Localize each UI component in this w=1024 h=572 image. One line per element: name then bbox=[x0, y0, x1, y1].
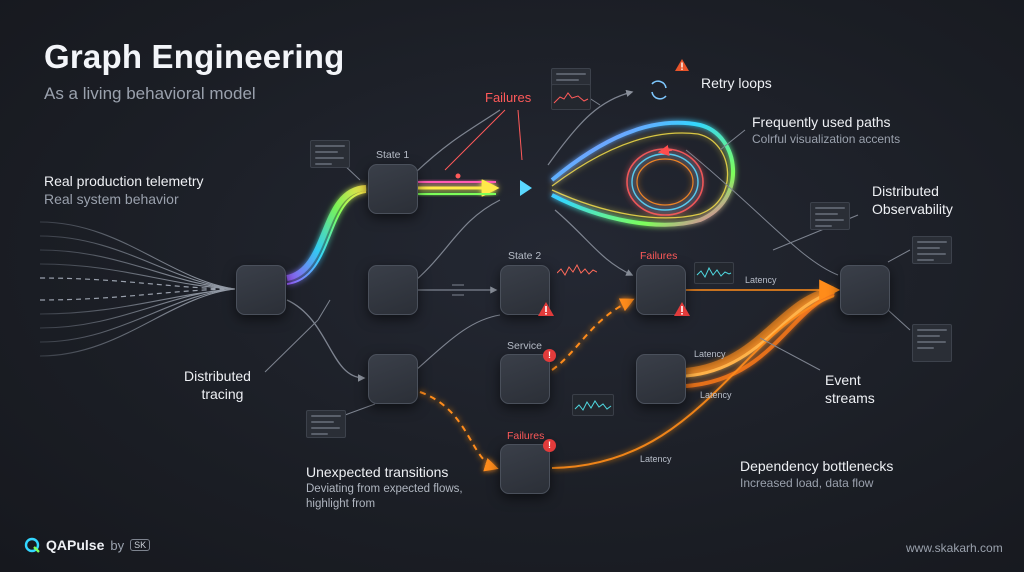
page-subtitle: As a living behavioral model bbox=[44, 84, 256, 103]
page-title: Graph Engineering bbox=[44, 38, 345, 75]
unexpected-subtitle: Deviating from expected flows, highlight… bbox=[306, 482, 463, 512]
frequent-paths-title: Frequently used paths bbox=[752, 114, 891, 130]
failures-label-mid: Failures bbox=[640, 250, 678, 262]
lower-node[interactable] bbox=[368, 354, 418, 404]
log-card bbox=[810, 202, 850, 230]
play-icon bbox=[520, 180, 532, 196]
website-link[interactable]: www.skakarh.com bbox=[906, 541, 1003, 555]
sparkline-chart bbox=[572, 394, 614, 416]
alert-badge-icon: ! bbox=[543, 349, 556, 362]
tracing-line-2: tracing bbox=[201, 386, 244, 402]
sink-node[interactable] bbox=[840, 265, 890, 315]
sparkline-chart bbox=[557, 263, 597, 276]
retry-loops-label: Retry loops bbox=[701, 75, 772, 91]
brand-by: by bbox=[110, 537, 125, 553]
service-node[interactable] bbox=[500, 354, 550, 404]
event-streams-line-2: streams bbox=[825, 390, 875, 406]
failures-label-bottom: Failures bbox=[507, 430, 545, 442]
state-2-node[interactable] bbox=[500, 265, 550, 315]
log-card bbox=[912, 236, 952, 264]
latency-label-4: Latency bbox=[640, 454, 672, 464]
brand-logo[interactable]: QAPulse by SK bbox=[24, 537, 151, 553]
brand-badge: SK bbox=[130, 539, 151, 551]
observability-label: Distributed Observability bbox=[872, 182, 953, 218]
unexpected-sub-line-1: Deviating from expected flows, bbox=[306, 483, 463, 495]
telemetry-subtitle: Real system behavior bbox=[44, 191, 179, 207]
log-card bbox=[306, 410, 346, 438]
unexpected-title: Unexpected transitions bbox=[306, 464, 449, 480]
telemetry-inflow bbox=[39, 221, 236, 357]
unexpected-sub-line-2: highlight from bbox=[306, 498, 376, 510]
dependency-title: Dependency bottlenecks bbox=[740, 458, 894, 474]
event-streams-label: Event streams bbox=[825, 371, 875, 407]
observability-line-2: Observability bbox=[872, 201, 953, 217]
warning-icon bbox=[675, 59, 689, 71]
tracing-line-1: Distributed bbox=[184, 368, 251, 384]
play-node[interactable] bbox=[500, 164, 550, 214]
warning-icon bbox=[674, 302, 690, 316]
event-streams-line-1: Event bbox=[825, 372, 861, 388]
state-1-label: State 1 bbox=[376, 149, 410, 161]
telemetry-title: Real production telemetry bbox=[44, 173, 204, 189]
service-label: Service bbox=[507, 340, 543, 352]
brand-name: QAPulse bbox=[46, 537, 105, 553]
middle-node[interactable] bbox=[368, 265, 418, 315]
failures-mid-node[interactable] bbox=[636, 265, 686, 315]
observability-line-1: Distributed bbox=[872, 183, 939, 199]
refresh-icon bbox=[651, 80, 667, 100]
frequent-paths-subtitle: Colrful visualization accents bbox=[752, 132, 901, 146]
sparkline-chart bbox=[694, 262, 734, 284]
alert-badge-icon: ! bbox=[543, 439, 556, 452]
tracing-label: Distributed tracing bbox=[184, 367, 251, 403]
failures-bottom-node[interactable] bbox=[500, 444, 550, 494]
dependency-subtitle: Increased load, data flow bbox=[740, 476, 874, 490]
sparkline-chart bbox=[551, 84, 591, 110]
latency-label-3: Latency bbox=[700, 390, 732, 400]
latency-node[interactable] bbox=[636, 354, 686, 404]
qapulse-logo-icon bbox=[24, 537, 40, 553]
latency-label-1: Latency bbox=[745, 275, 777, 285]
state-2-label: State 2 bbox=[508, 250, 542, 262]
ingress-node[interactable] bbox=[236, 265, 286, 315]
state-1-node[interactable] bbox=[368, 164, 418, 214]
log-card bbox=[310, 140, 350, 168]
log-card bbox=[912, 324, 952, 362]
latency-label-2: Latency bbox=[694, 349, 726, 359]
failures-label-top: Failures bbox=[485, 90, 532, 105]
warning-icon bbox=[538, 302, 554, 316]
